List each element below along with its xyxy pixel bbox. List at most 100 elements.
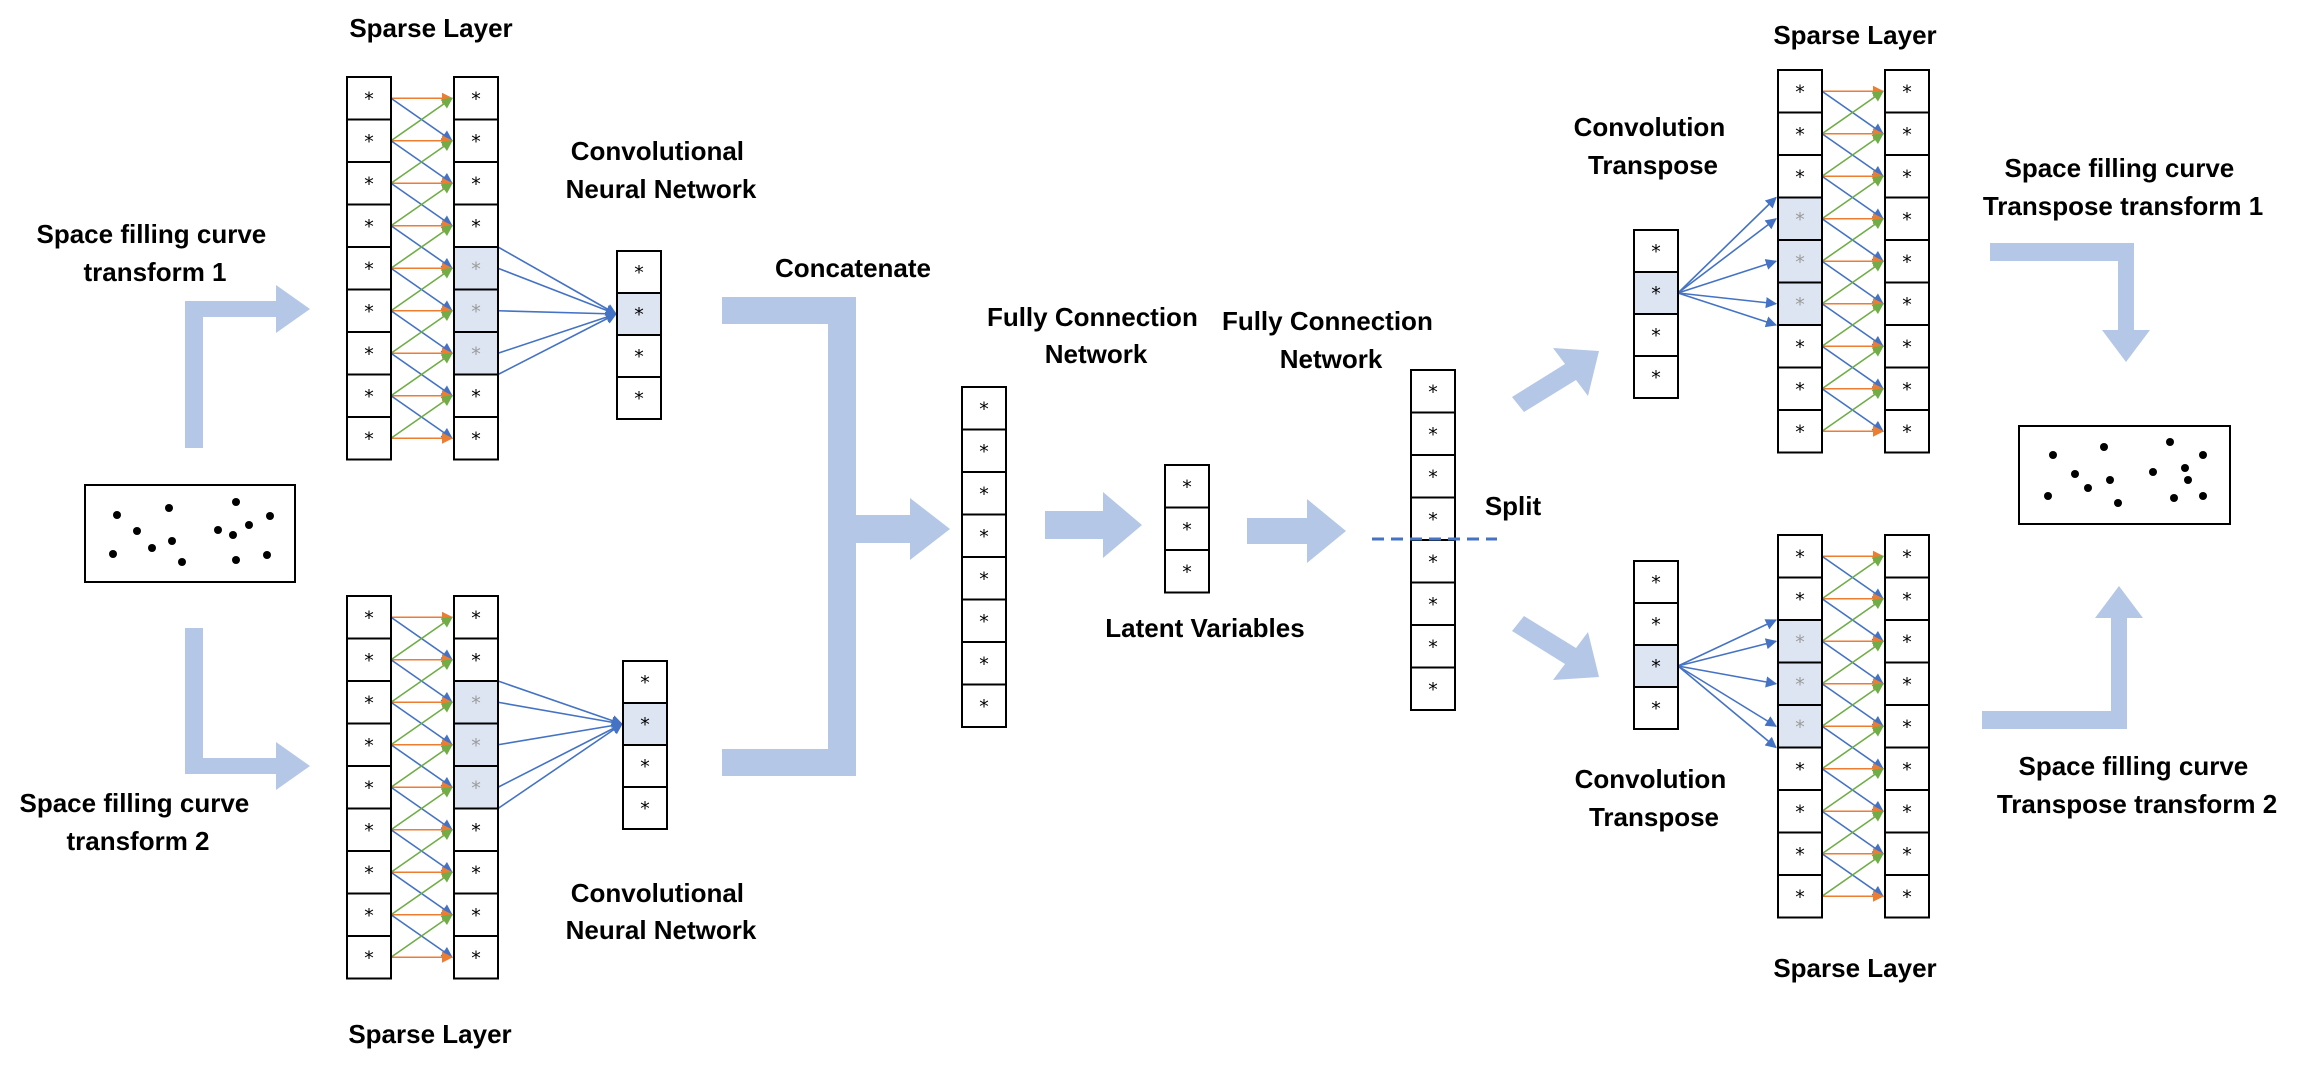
node-symbol: * — [471, 607, 481, 629]
sparse-edge — [390, 225, 453, 269]
sparse-col-right-bottom-in: ********* — [1777, 534, 1823, 919]
node-symbol: * — [640, 672, 650, 694]
sparse-edge — [1821, 555, 1884, 600]
node-symbol: * — [1428, 466, 1438, 488]
node-symbol: * — [1902, 886, 1912, 908]
node-symbol: * — [1182, 519, 1192, 541]
node-cell — [1633, 355, 1679, 399]
node-symbol: * — [1795, 631, 1805, 653]
arrow-from-latent — [1247, 499, 1346, 563]
node-symbol: * — [640, 714, 650, 736]
sparse-col-left-bottom-in: ********* — [346, 595, 392, 980]
sparse-col-right-top-in: ********* — [1777, 69, 1823, 454]
node-symbol: * — [1651, 283, 1661, 305]
node-cell — [1884, 661, 1930, 706]
node-symbol: * — [364, 88, 374, 110]
fc1-label: Fully Connection Network — [987, 302, 1205, 369]
node-symbol: * — [471, 131, 481, 153]
node-cell — [346, 288, 392, 333]
convt-kernel-edge — [1677, 196, 1777, 294]
node-symbol: * — [364, 258, 374, 280]
cnn-kernel-edge — [497, 701, 624, 728]
node-symbol: * — [471, 650, 481, 672]
sparse-edge — [390, 395, 453, 439]
node-cell — [1884, 874, 1930, 919]
node-cell — [1633, 560, 1679, 604]
convt-input-top: **** — [1633, 229, 1679, 399]
node-symbol: * — [471, 820, 481, 842]
node-symbol: * — [1651, 656, 1661, 678]
node-cell — [346, 161, 392, 206]
sparse-edge — [1821, 853, 1884, 897]
node-cell — [622, 744, 668, 788]
node-cell — [453, 765, 499, 810]
node-cell — [961, 556, 1007, 601]
sparse-edge — [390, 267, 453, 312]
node-symbol: * — [979, 696, 989, 718]
node-symbol: * — [1651, 572, 1661, 594]
node-cell — [1777, 576, 1823, 621]
node-symbol: * — [471, 905, 481, 927]
node-symbol: * — [471, 88, 481, 110]
node-symbol: * — [1428, 551, 1438, 573]
node-symbol: * — [1651, 325, 1661, 347]
sparse-col-right-bottom-out: ********* — [1884, 534, 1930, 919]
node-symbol: * — [1902, 631, 1912, 653]
node-cell — [453, 680, 499, 725]
sparse-edge — [1821, 175, 1884, 220]
node-symbol: * — [364, 173, 374, 195]
node-cell — [453, 722, 499, 767]
node-symbol: * — [471, 343, 481, 365]
node-cell — [453, 118, 499, 163]
node-cell — [1410, 624, 1456, 669]
sparse-edge — [1821, 640, 1884, 685]
node-cell — [616, 334, 662, 378]
arrow-split-up — [1512, 348, 1599, 412]
input-point-cloud — [84, 484, 296, 583]
sparse-edge — [1821, 218, 1884, 262]
node-symbol: * — [1902, 379, 1912, 401]
cnn-kernel-edge — [497, 311, 618, 355]
node-cell — [622, 702, 668, 746]
node-symbol: * — [364, 905, 374, 927]
node-symbol: * — [1902, 801, 1912, 823]
sparse-edge — [1821, 345, 1884, 390]
node-symbol: * — [1902, 251, 1912, 273]
node-cell — [1633, 686, 1679, 730]
node-symbol: * — [1795, 166, 1805, 188]
sparse-edge — [390, 829, 453, 873]
node-symbol: * — [1182, 476, 1192, 498]
convt-label-top: Convolution Transpose — [1574, 112, 1733, 180]
sparse-layer-label-bottom-right: Sparse Layer — [1773, 953, 1936, 983]
sparse-edge — [1821, 598, 1884, 642]
node-cell — [1777, 746, 1823, 791]
node-symbol: * — [364, 131, 374, 153]
sparse-edge — [1821, 260, 1884, 305]
node-symbol: * — [979, 441, 989, 463]
node-cell — [1410, 666, 1456, 711]
node-symbol: * — [1651, 614, 1661, 636]
node-symbol: * — [1428, 636, 1438, 658]
node-symbol: * — [364, 386, 374, 408]
node-symbol: * — [1795, 716, 1805, 738]
convt-kernel-edge — [1677, 292, 1778, 328]
cnn-kernel-edge — [497, 246, 617, 315]
node-symbol: * — [364, 735, 374, 757]
node-cell — [1884, 831, 1930, 876]
cnn-kernel-edge — [497, 720, 624, 746]
node-symbol: * — [471, 216, 481, 238]
node-cell — [453, 935, 499, 980]
node-symbol: * — [1651, 698, 1661, 720]
sfc2-label: Space filling curve transform 2 — [20, 788, 257, 856]
node-symbol: * — [979, 526, 989, 548]
sparse-edge — [390, 97, 453, 142]
node-cell — [1777, 366, 1823, 411]
node-symbol: * — [1795, 251, 1805, 273]
convt-kernel-edge — [1677, 638, 1778, 667]
sfct2-label: Space filling curve Transpose transform … — [1997, 751, 2277, 819]
node-symbol: * — [1428, 381, 1438, 403]
node-cell — [1410, 454, 1456, 499]
node-cell — [1777, 154, 1823, 199]
sparse-edge — [390, 786, 453, 831]
